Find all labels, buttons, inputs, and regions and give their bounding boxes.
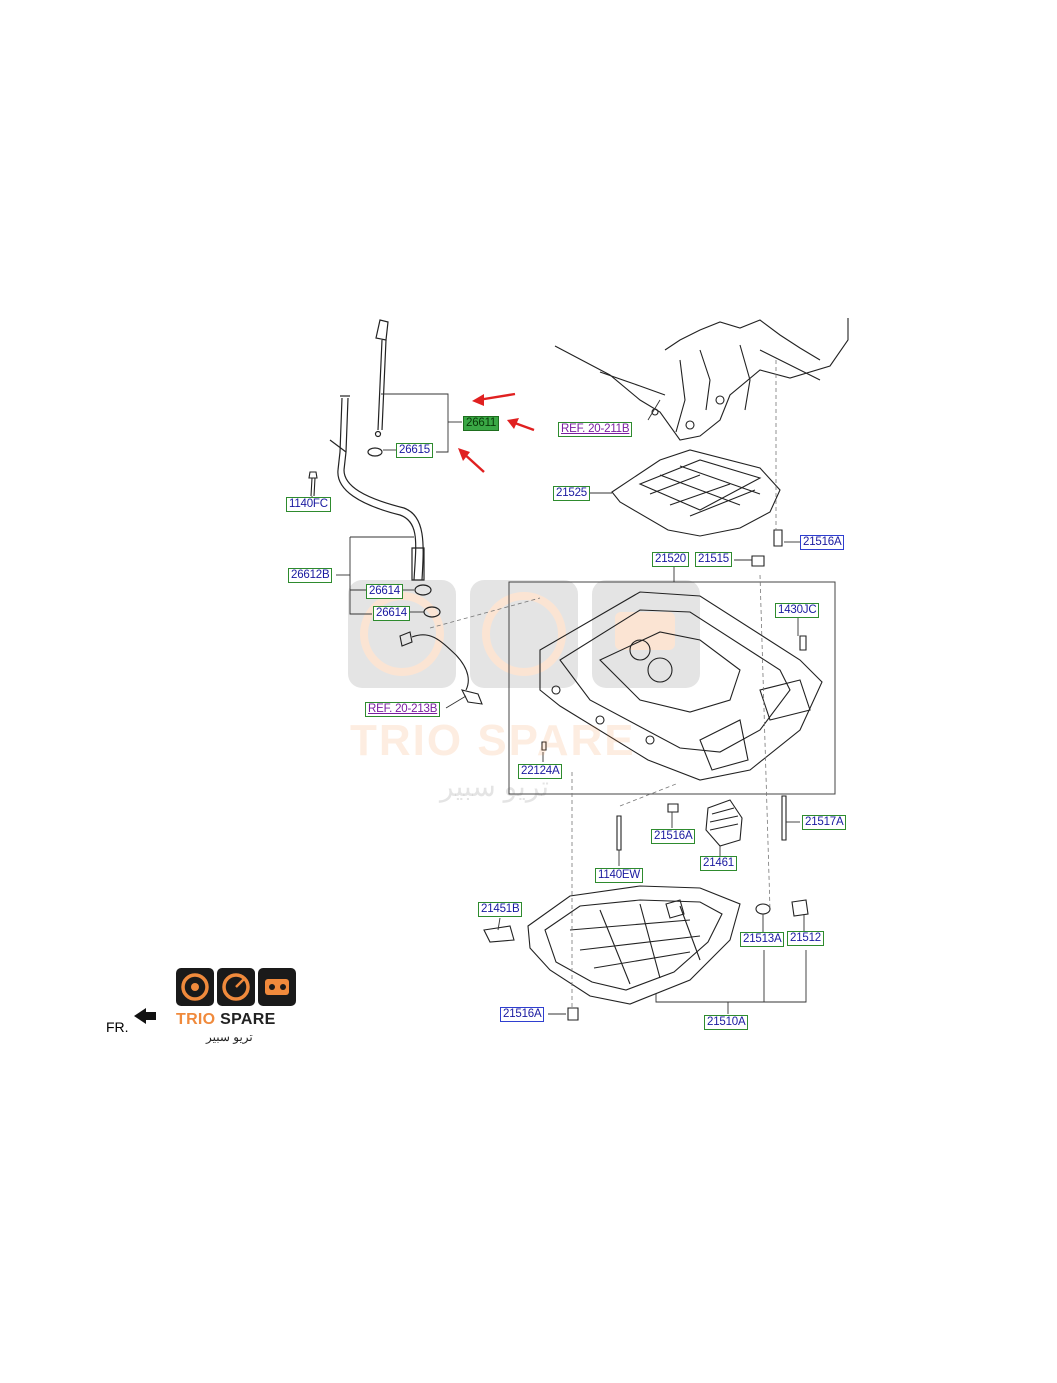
part-label-21512[interactable]: 21512 [787,931,824,946]
part-label-21510a[interactable]: 21510A [704,1015,749,1030]
part-label-26612b[interactable]: 26612B [288,568,333,583]
gauge-icon [181,973,209,1001]
part-label-21515[interactable]: 21515 [695,552,732,567]
part-label-1430jc[interactable]: 1430JC [775,603,820,618]
logo-arabic-text: تريو سبير [206,1030,253,1044]
dipstick-drawing [367,319,389,457]
bolt-1140fc [308,471,318,497]
lower-oil-pan-21510a [483,885,809,1021]
engine-block-ref [554,318,849,441]
trio-spare-logo [176,968,296,1006]
logo-text: TRIO SPARE [176,1011,276,1029]
speedometer-icon [222,973,250,1001]
part-label-21451b[interactable]: 21451B [478,902,523,917]
leader-lines [311,393,807,1015]
part-label-1140ew[interactable]: 1140EW [595,868,644,883]
logo-text-trio: TRIO [176,1011,216,1028]
part-label-21513a[interactable]: 21513A [740,932,785,947]
part-label-26615[interactable]: 26615 [396,443,433,458]
part-label-1140fc[interactable]: 1140FC [286,497,331,512]
ref-label-20-211b[interactable]: REF. 20-211B [558,422,633,437]
watermark-text: TRIO SPARE [350,716,636,765]
upper-pan-frame [508,581,836,795]
upper-oil-pan-21520 [539,591,823,781]
part-label-21520[interactable]: 21520 [652,552,689,567]
logo-text-spare: SPARE [220,1011,276,1028]
oil-baffle-21525 [611,449,781,537]
part-label-21516a-bottom[interactable]: 21516A [500,1007,545,1022]
guide-tube-drawing [329,395,425,581]
highlight-arrows [458,392,535,473]
part-label-26611[interactable]: 26611 [463,416,500,431]
oil-level-sensor-wire [399,631,483,705]
bolts-mid [541,529,787,851]
part-label-21461[interactable]: 21461 [700,856,737,871]
front-direction-label: FR. [106,1019,129,1035]
dashed-guides [429,360,777,1008]
part-label-22124a[interactable]: 22124A [518,764,563,779]
part-label-21516a-mid[interactable]: 21516A [651,829,696,844]
front-direction-arrow-icon [134,1008,156,1024]
part-label-21525[interactable]: 21525 [553,486,590,501]
part-label-26614-upper[interactable]: 26614 [366,584,403,599]
part-label-26614-lower[interactable]: 26614 [373,606,410,621]
part-label-21516a-top[interactable]: 21516A [800,535,845,550]
ref-label-20-213b[interactable]: REF. 20-213B [365,702,441,717]
engine-icon [265,979,289,995]
part-label-21517a[interactable]: 21517A [802,815,847,830]
strainer-21461 [705,799,743,847]
